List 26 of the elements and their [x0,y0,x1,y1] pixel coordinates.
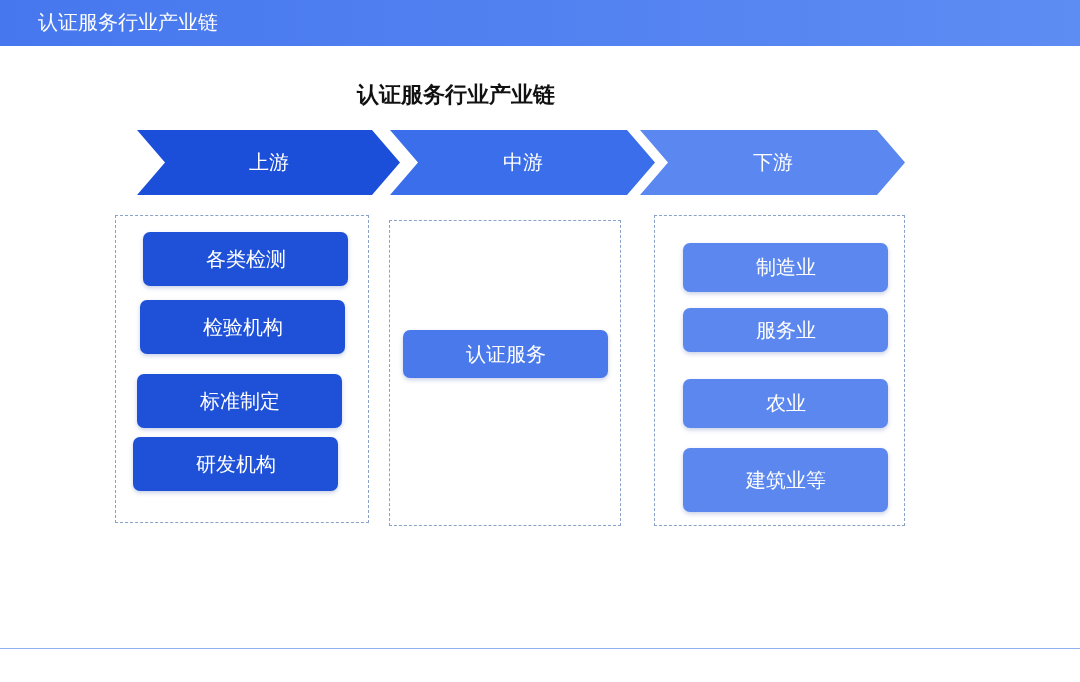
node-label: 标准制定 [199,387,280,415]
node-label: 检验机构 [202,313,283,341]
dashed-panel [115,215,369,523]
node-label: 农业 [765,390,806,417]
stage-box [683,448,888,512]
node-label: 认证服务 [465,340,546,368]
stage-box [137,374,342,428]
node-label: 制造业 [755,254,816,281]
dashed-panel [389,220,621,526]
header-title: 认证服务行业产业链 [38,9,218,36]
dashed-panel [654,215,905,526]
stage-box [143,232,348,286]
node-label: 上游 [248,149,289,176]
node-label: 下游 [752,149,793,176]
stage-box [683,308,888,352]
stage-box [683,243,888,292]
stage-box [133,437,338,491]
node-label: 服务业 [755,316,816,344]
stage-box [683,379,888,428]
stage-box [140,300,345,354]
stage-box [403,330,608,378]
node-label: 建筑业等 [745,466,826,494]
node-label: 研发机构 [195,450,276,478]
diagram-title: 认证服务行业产业链 [357,80,555,109]
node-label: 中游 [502,149,543,176]
node-label: 各类检测 [205,245,286,273]
